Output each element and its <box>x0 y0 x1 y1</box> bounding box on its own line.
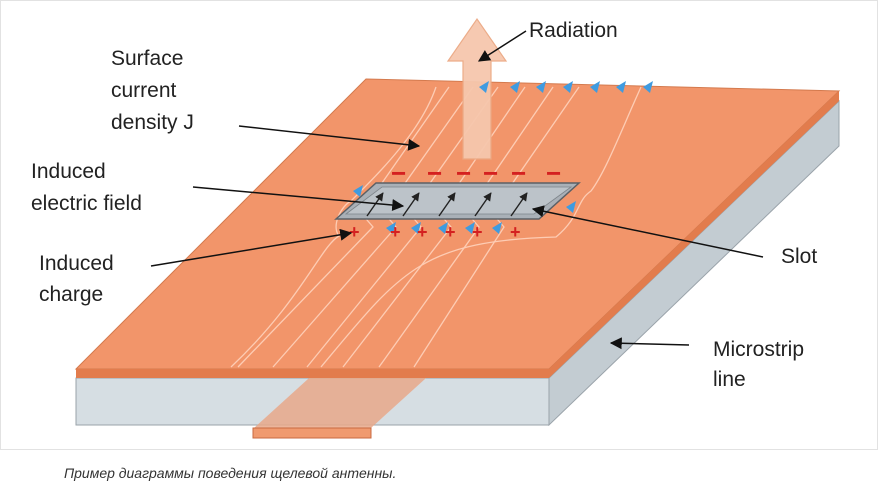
label-induced-charge-line2: charge <box>39 283 103 306</box>
induced-field-arrows <box>366 192 528 217</box>
positive-charge: + <box>445 222 456 242</box>
positive-charge: + <box>417 222 428 242</box>
positive-charge: + <box>472 222 483 242</box>
positive-charge: + <box>510 222 521 242</box>
negative-charges: − − − − − − <box>391 158 561 188</box>
leader-arrows <box>150 30 764 350</box>
leader-induced-field <box>192 186 405 212</box>
negative-charge: − <box>483 158 498 188</box>
current-arrowheads <box>353 81 653 234</box>
copper-front-edge <box>76 369 549 378</box>
leader-surface-current <box>238 125 421 151</box>
leader-radiation <box>477 30 527 62</box>
label-surface-current-line3: density J <box>111 111 194 134</box>
leader-microstrip <box>609 337 690 350</box>
label-slot: Slot <box>781 245 817 268</box>
microstrip-feed <box>254 369 436 428</box>
figure-frame: − − − − − − + + + + + + Radiation Surfac… <box>0 0 878 450</box>
positive-charges: + + + + + + <box>349 222 521 242</box>
label-surface-current-line1: Surface <box>111 47 183 70</box>
positive-charge: + <box>390 222 401 242</box>
leader-slot <box>531 205 764 258</box>
copper-side-edge <box>549 91 839 378</box>
slot-antenna-diagram: − − − − − − + + + + + + Radiation Surfac… <box>31 17 841 439</box>
negative-charge: − <box>546 158 561 188</box>
negative-charge: − <box>511 158 526 188</box>
positive-charge: + <box>349 222 360 242</box>
negative-charge: − <box>427 158 442 188</box>
label-microstrip-line1: Microstrip <box>713 338 804 361</box>
radiation-arrow <box>446 17 508 160</box>
label-microstrip-line2: line <box>713 368 746 391</box>
label-induced-charge-line1: Induced <box>39 252 114 275</box>
label-radiation: Radiation <box>529 19 618 42</box>
label-induced-field-line2: electric field <box>31 192 142 215</box>
negative-charge: − <box>391 158 406 188</box>
label-surface-current-line2: current <box>111 79 177 102</box>
figure-caption: Пример диаграммы поведения щелевой антен… <box>64 465 397 481</box>
label-induced-field-line1: Induced <box>31 160 106 183</box>
leader-induced-charge <box>150 228 353 267</box>
negative-charge: − <box>456 158 471 188</box>
microstrip-feed-end <box>252 427 372 439</box>
